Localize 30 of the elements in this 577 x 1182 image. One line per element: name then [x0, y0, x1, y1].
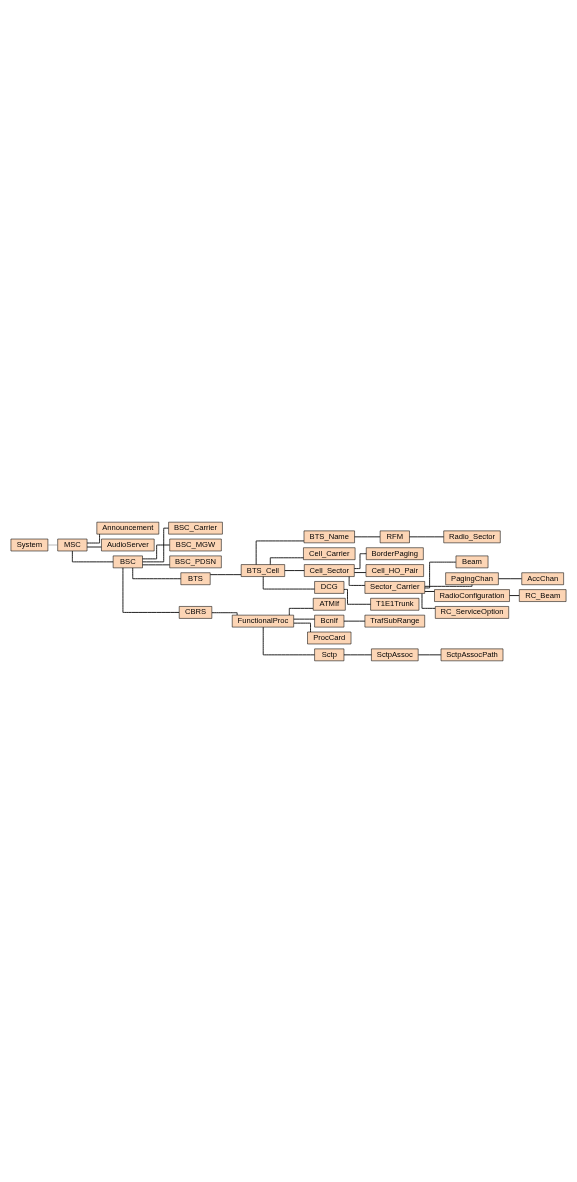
- connector: [348, 575, 366, 586]
- connector: [142, 563, 171, 565]
- connector: [122, 566, 180, 613]
- connector: [86, 533, 100, 543]
- connector: [255, 540, 305, 565]
- connector: [424, 590, 435, 592]
- connector: [71, 550, 114, 562]
- connector: [354, 571, 367, 573]
- connector: [498, 577, 522, 579]
- connector: [509, 594, 520, 596]
- connector: [132, 567, 182, 579]
- connector: [293, 622, 311, 632]
- connector: [142, 527, 169, 562]
- connector: [421, 592, 436, 609]
- connector: [353, 552, 367, 569]
- connector: [284, 569, 305, 571]
- connector: [262, 626, 315, 655]
- connector: [424, 561, 457, 588]
- connector: [409, 535, 445, 537]
- connector: [424, 583, 473, 587]
- connector: [343, 620, 366, 622]
- connector: [343, 588, 372, 605]
- connector: [211, 611, 238, 615]
- connector: [209, 573, 242, 575]
- connector: [343, 653, 372, 655]
- connector: [269, 556, 304, 565]
- connector: [262, 575, 315, 589]
- connector: [47, 544, 58, 545]
- connector: [288, 607, 314, 615]
- connector: [142, 544, 171, 559]
